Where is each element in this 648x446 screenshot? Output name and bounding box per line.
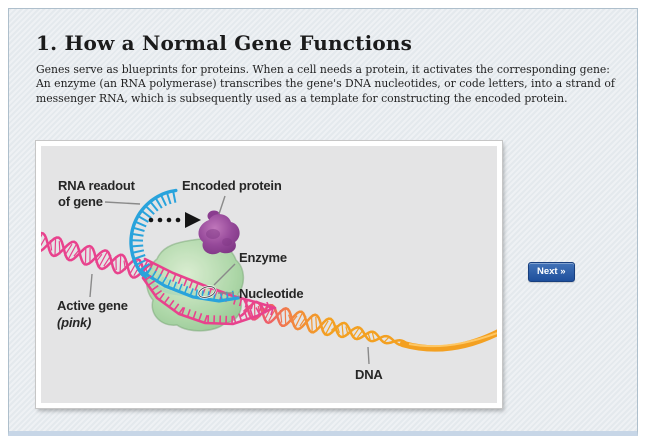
intro-paragraph: Genes serve as blueprints for proteins. …	[36, 63, 615, 105]
diagram-artwork	[41, 188, 497, 352]
page-title: 1. How a Normal Gene Functions	[36, 31, 413, 55]
label-encoded-protein: Encoded protein	[182, 178, 282, 193]
diagram-labels: RNA readout of gene Encoded protein Enzy…	[57, 178, 384, 382]
pointer-enzyme	[213, 263, 236, 286]
next-button[interactable]: Next »	[528, 262, 575, 282]
label-pointer-lines	[89, 195, 370, 365]
label-enzyme: Enzyme	[239, 250, 287, 265]
label-nucleotide: Nucleotide	[239, 286, 303, 301]
label-active-gene-line2: (pink)	[57, 315, 91, 330]
pointer-encoded-protein	[218, 195, 226, 215]
gene-function-illustration: RNA readout of gene Encoded protein Enzy…	[41, 178, 497, 382]
label-rna-readout-line1: RNA readout	[58, 178, 136, 193]
gene-function-diagram: RNA readout of gene Encoded protein Enzy…	[35, 140, 503, 409]
label-active-gene-line1: Active gene	[57, 298, 128, 313]
label-dna: DNA	[355, 367, 383, 382]
label-rna-readout-line2: of gene	[58, 194, 103, 209]
pointer-active-gene	[89, 273, 93, 298]
pointer-dna	[367, 346, 370, 365]
pointer-rna-readout	[104, 201, 141, 205]
content-panel: 1. How a Normal Gene Functions Genes ser…	[8, 8, 638, 436]
